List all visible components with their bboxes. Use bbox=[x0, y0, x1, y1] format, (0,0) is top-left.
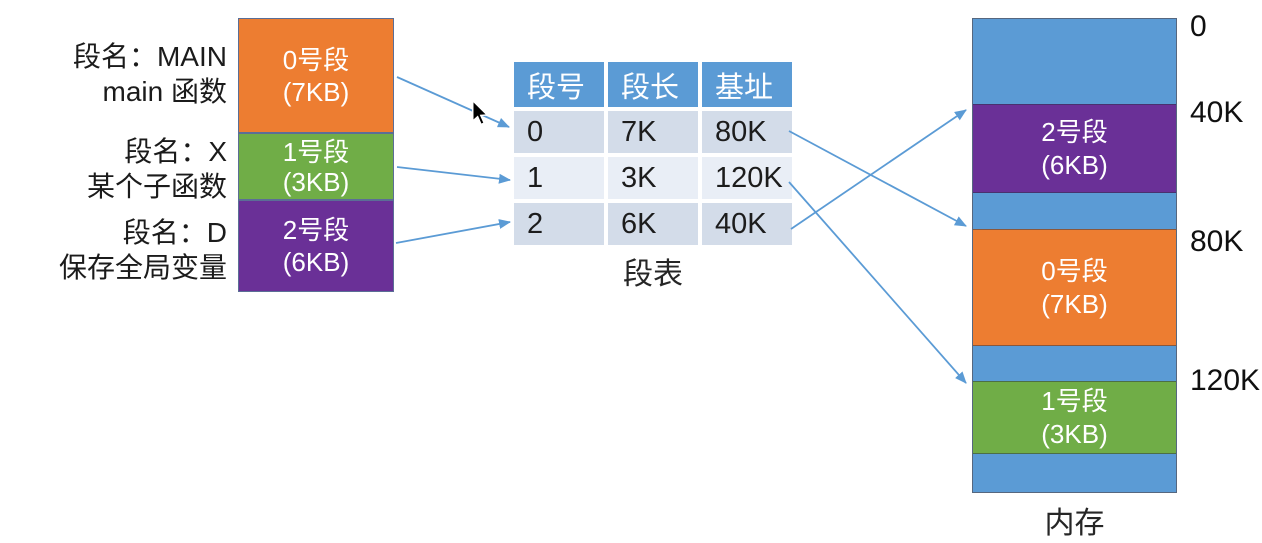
table-cell-r0-seglen: 7K bbox=[608, 111, 698, 153]
address-label-40k: 40K bbox=[1190, 96, 1244, 129]
segment-label-main-line1: 段名：MAIN bbox=[72, 41, 227, 72]
table-cell-r2-seglen: 6K bbox=[608, 203, 698, 245]
table-cell-r0-segno: 0 bbox=[514, 111, 604, 153]
arrow-segment0-to-row0 bbox=[396, 76, 510, 128]
table-header-segno: 段号 bbox=[514, 62, 604, 107]
arrow-segment2-to-row2 bbox=[395, 219, 511, 244]
process-segment-0-size: (7KB) bbox=[282, 76, 350, 107]
segment-table: 段号 段长 基址 0 7K 80K 1 3K 120K 2 6K 40K bbox=[514, 62, 792, 245]
segment-label-d-line1: 段名：D bbox=[122, 217, 227, 248]
segment-label-x-line1: 段名：X bbox=[124, 136, 227, 167]
memory-segment-0-name: 0号段 bbox=[1041, 255, 1108, 286]
segment-label-main: 段名：MAIN main 函数 bbox=[0, 39, 227, 109]
process-segment-1-name: 1号段 bbox=[282, 136, 350, 167]
address-label-0: 0 bbox=[1190, 10, 1207, 43]
memory-segment-2: 2号段 (6KB) bbox=[973, 104, 1176, 193]
memory-column: 2号段 (6KB) 0号段 (7KB) 1号段 (3KB) bbox=[972, 18, 1177, 493]
process-segment-2-size: (6KB) bbox=[282, 247, 350, 277]
process-segment-1: 1号段 (3KB) bbox=[238, 133, 394, 200]
address-label-120k: 120K bbox=[1190, 364, 1261, 397]
process-segment-2-name: 2号段 bbox=[282, 215, 350, 245]
table-header-seglen: 段长 bbox=[608, 62, 698, 107]
process-segment-0-name: 0号段 bbox=[282, 44, 350, 75]
address-label-80k: 80K bbox=[1190, 225, 1244, 258]
mouse-cursor-icon bbox=[472, 100, 488, 125]
arrow-row2-to-memory-40k bbox=[790, 109, 967, 230]
process-segment-1-size: (3KB) bbox=[282, 166, 350, 197]
table-header-base: 基址 bbox=[702, 62, 792, 107]
memory-segment-1-name: 1号段 bbox=[1041, 385, 1108, 416]
memory-caption: 内存 bbox=[1044, 507, 1105, 540]
memory-segment-1: 1号段 (3KB) bbox=[973, 381, 1176, 454]
table-cell-r0-base: 80K bbox=[702, 111, 792, 153]
segment-label-d: 段名：D 保存全局变量 bbox=[0, 215, 227, 285]
segment-label-main-line2: main 函数 bbox=[102, 76, 227, 107]
memory-segment-0-size: (7KB) bbox=[1041, 288, 1108, 319]
segment-label-x-line2: 某个子函数 bbox=[86, 171, 227, 202]
table-cell-r1-base: 120K bbox=[702, 157, 792, 199]
table-cell-r1-segno: 1 bbox=[514, 157, 604, 199]
table-cell-r1-seglen: 3K bbox=[608, 157, 698, 199]
table-cell-r2-base: 40K bbox=[702, 203, 792, 245]
segment-label-d-line2: 保存全局变量 bbox=[58, 252, 227, 283]
memory-segment-2-name: 2号段 bbox=[1041, 116, 1108, 147]
process-segment-0: 0号段 (7KB) bbox=[238, 18, 394, 133]
segment-table-caption: 段表 bbox=[623, 258, 683, 291]
memory-segment-2-size: (6KB) bbox=[1041, 149, 1108, 180]
segment-label-x: 段名：X 某个子函数 bbox=[0, 134, 227, 204]
process-segment-2: 2号段 (6KB) bbox=[238, 200, 394, 292]
table-cell-r2-segno: 2 bbox=[514, 203, 604, 245]
arrow-segment1-to-row1 bbox=[396, 166, 511, 184]
memory-segment-1-size: (3KB) bbox=[1041, 418, 1108, 449]
memory-segment-0: 0号段 (7KB) bbox=[973, 229, 1176, 346]
arrow-row1-to-memory-120k bbox=[788, 181, 967, 384]
arrow-row0-to-memory-80k bbox=[788, 130, 967, 227]
